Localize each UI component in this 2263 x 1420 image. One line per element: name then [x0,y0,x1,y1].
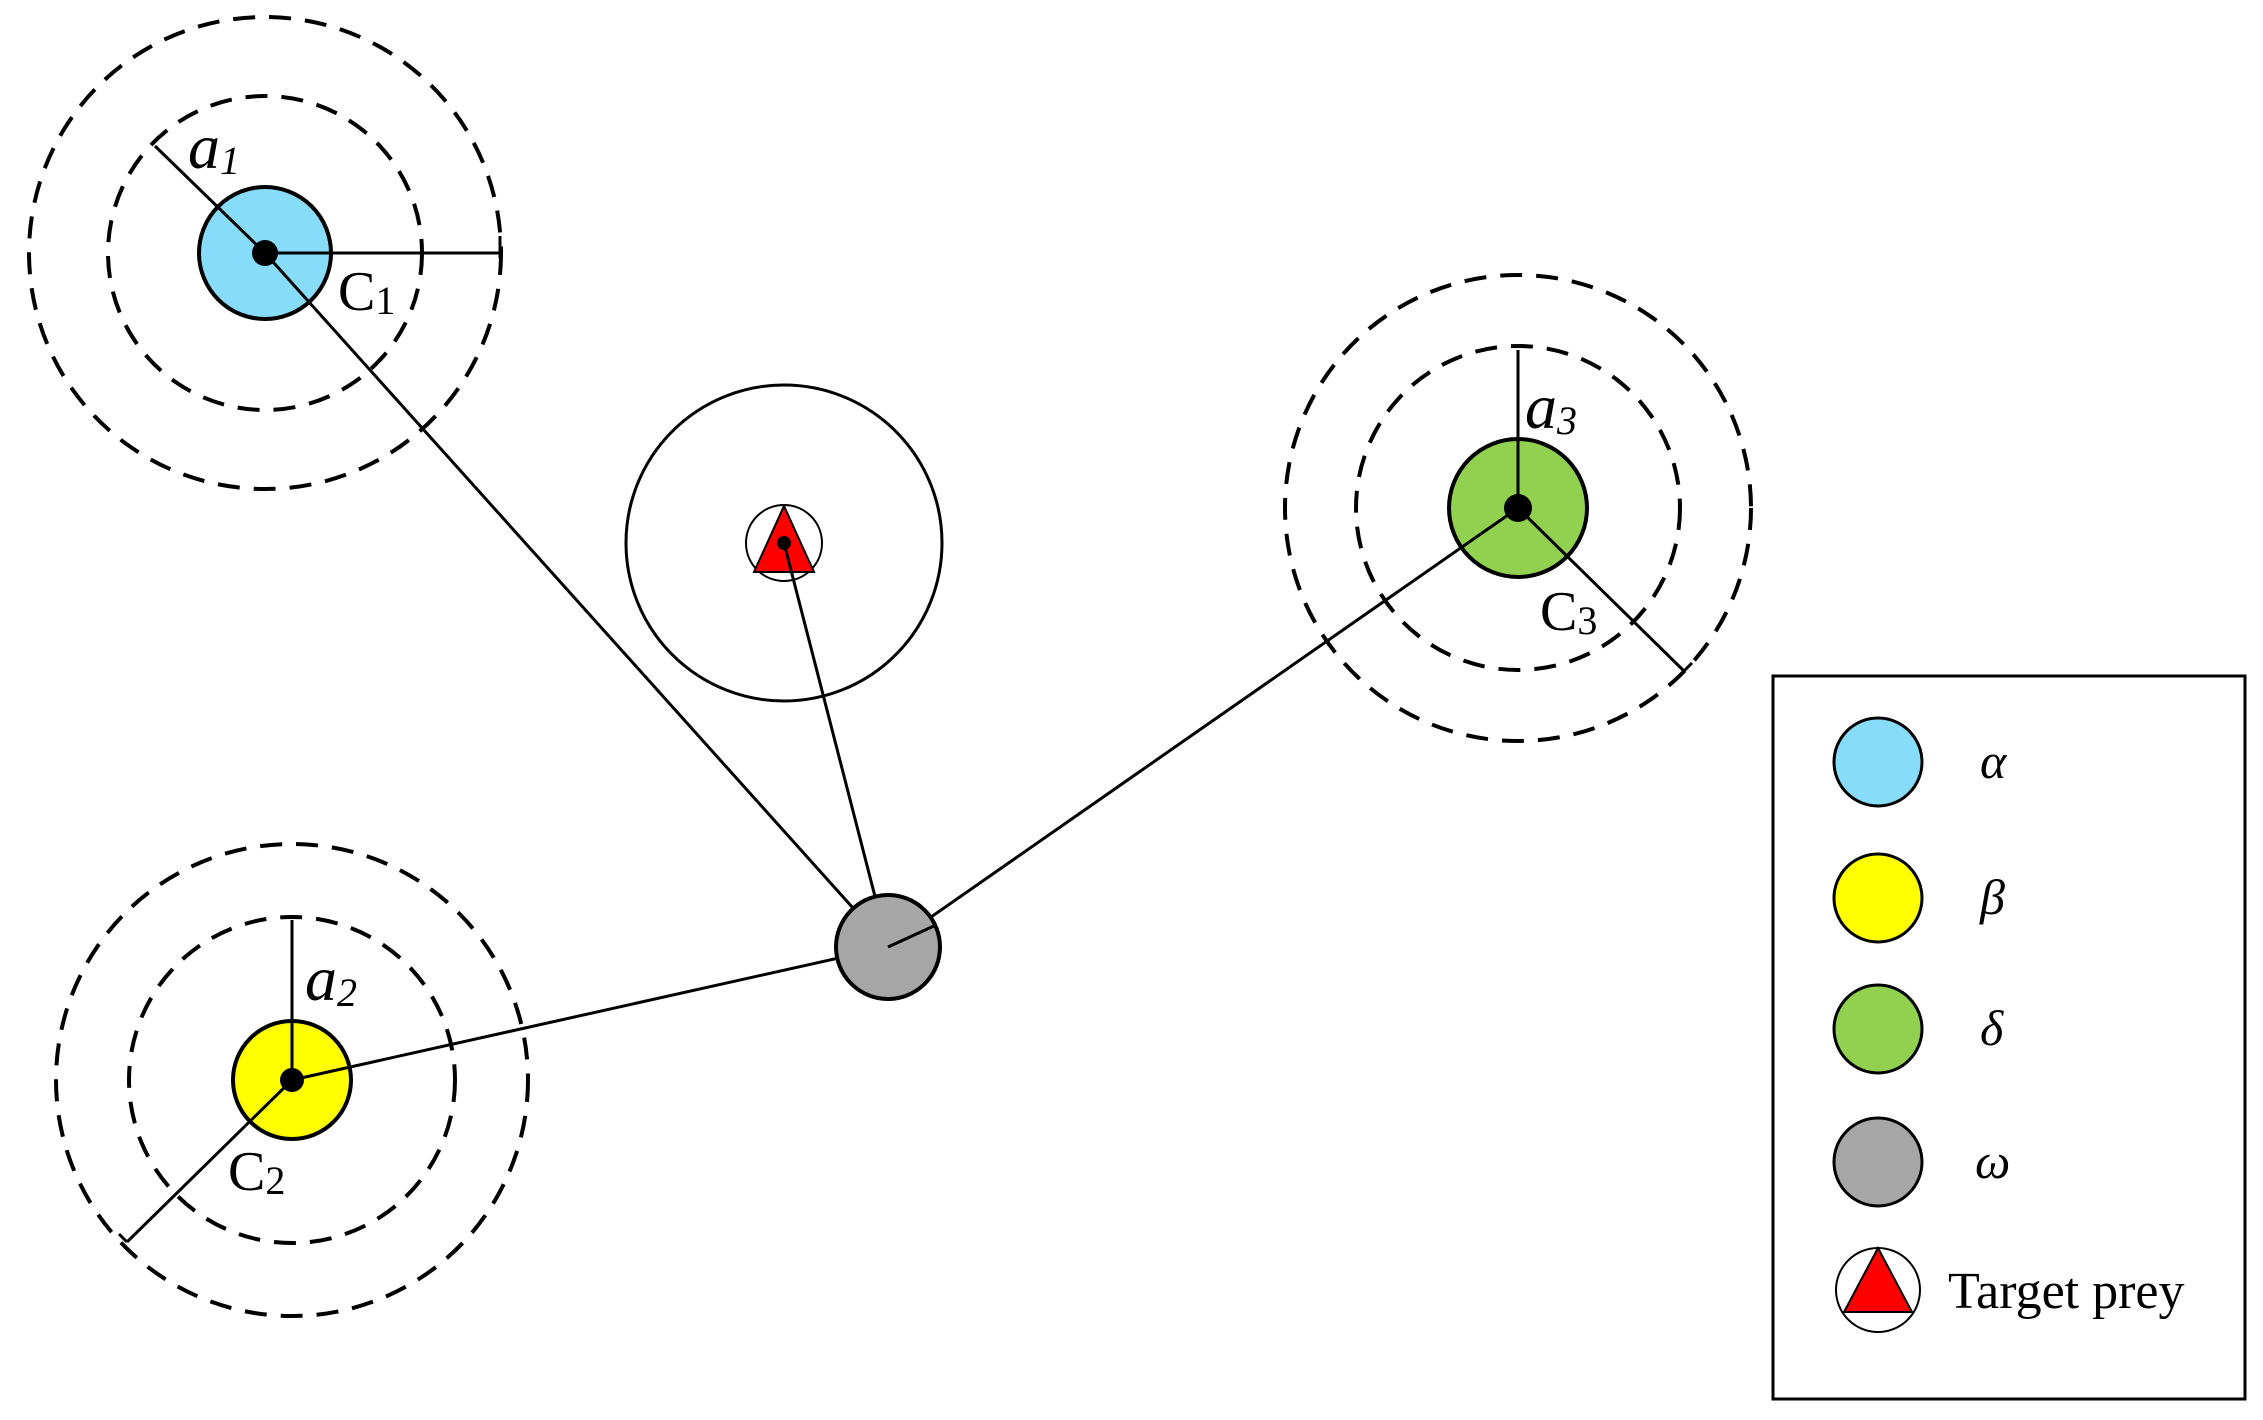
beta-c-radius-line [125,1078,294,1244]
legend-item-delta: δ [1832,983,2004,1075]
legend-item-beta: β [1832,852,2005,944]
legend-item-alpha: α [1832,716,2008,808]
alpha-to-omega-line [263,251,890,949]
beta-c-radius-tick [117,1232,129,1244]
delta-wolf-circle-icon [1832,983,1924,1075]
delta-a-label: a3 [1525,371,1577,443]
delta-outer-dashed-ring [1283,273,1753,743]
delta-inner-dashed-ring [1354,344,1682,672]
legend-label-beta: β [1979,869,2005,925]
beta-inner-dashed-ring [127,915,457,1245]
prey-triangle-icon [1842,1245,1914,1313]
omega-wolf-circle-icon [1832,1116,1924,1208]
beta-wolf-circle-icon [1832,852,1924,944]
delta-c-label: C3 [1540,581,1597,643]
legend: α β δ ω Target prey [1771,674,2247,1401]
legend-label-alpha: α [1980,733,2008,789]
beta-to-omega-line [291,945,889,1082]
delta-c-radius-line [1516,506,1686,673]
beta-outer-dashed-ring [54,842,530,1318]
legend-item-omega: ω [1832,1116,2010,1208]
beta-c-label: C2 [228,1141,285,1203]
beta-a-label: a2 [305,943,357,1015]
prey-outer-ring [624,383,944,703]
delta-to-omega-line [887,506,1519,949]
alpha-c-label: C1 [338,261,395,323]
legend-label-delta: δ [1980,1000,2004,1056]
legend-label-omega: ω [1975,1133,2010,1189]
prey-to-omega-line [782,542,890,948]
delta-c-radius-tick [1682,661,1694,673]
alpha-wolf-group: a1 C1 [27,15,503,491]
connection-lines [263,251,1519,1082]
legend-item-prey: Target prey [1835,1245,2185,1333]
alpha-wolf-circle-icon [1832,716,1924,808]
alpha-a-label: a1 [188,111,240,183]
legend-label-prey: Target prey [1948,1263,2185,1320]
alpha-a-radius-line [153,144,267,255]
omega-to-delta-stub [887,923,937,949]
